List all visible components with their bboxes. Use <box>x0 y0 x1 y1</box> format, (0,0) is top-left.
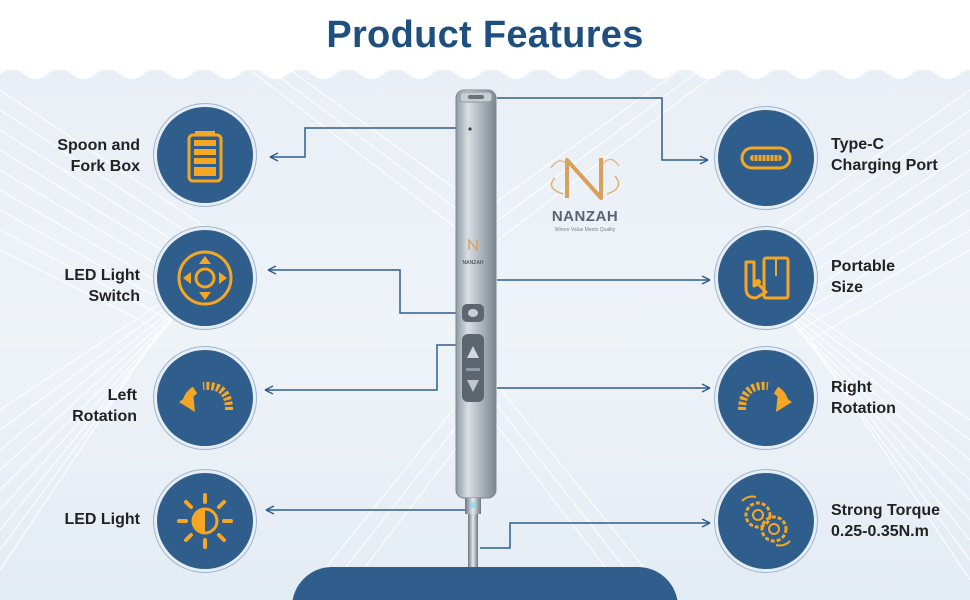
arrowhead-left-2 <box>267 265 277 275</box>
feature-label-left-3: Left Rotation <box>20 385 137 427</box>
feature-label-line1: LED Light <box>64 267 140 284</box>
portable-icon <box>744 256 790 300</box>
arrowhead-right-3 <box>701 383 711 393</box>
sun-icon <box>177 493 233 549</box>
rotate-left-icon <box>179 381 233 412</box>
feature-label-line1: Spoon and <box>57 137 140 154</box>
usb-c-icon <box>740 146 792 170</box>
connector-right-4 <box>480 522 710 549</box>
feature-label-line1: Right <box>831 379 872 396</box>
feature-circle-left-1 <box>157 107 253 203</box>
gears-icon <box>741 495 791 547</box>
arrowhead-left-4 <box>265 505 275 515</box>
brand-name: NANZAH <box>551 208 619 225</box>
feature-label-right-1: Type-C Charging Port <box>831 134 966 176</box>
feature-circle-right-4 <box>718 473 814 569</box>
feature-label-left-4: LED Light <box>20 509 140 530</box>
battery-icon <box>187 131 223 183</box>
connector-left-1 <box>270 127 458 158</box>
feature-label-right-3: Right Rotation <box>831 377 951 419</box>
brand-tagline: Where Value Meets Quality <box>554 227 616 233</box>
pen-brand-label: NANZAH <box>462 260 483 266</box>
feature-label-line1: LED Light <box>64 511 140 528</box>
bottom-banner <box>292 567 678 600</box>
feature-label-line2: Charging Port <box>831 157 938 174</box>
feature-label-left-2: LED Light Switch <box>20 265 140 307</box>
feature-label-line2: Fork Box <box>70 158 140 175</box>
rotate-right-icon <box>738 381 792 412</box>
arrowhead-left-1 <box>269 152 279 162</box>
dpad-icon <box>177 250 233 306</box>
feature-label-right-4: Strong Torque 0.25-0.35N.m <box>831 500 966 542</box>
arrowhead-left-3 <box>264 385 274 395</box>
connector-left-2 <box>268 269 458 314</box>
arrowhead-right-1 <box>699 155 709 165</box>
arrowhead-right-2 <box>701 275 711 285</box>
feature-circle-left-3 <box>157 350 253 446</box>
feature-label-line2: Rotation <box>72 408 137 425</box>
feature-circle-right-3 <box>718 350 814 446</box>
connector-left-3 <box>265 344 458 391</box>
page-title: Product Features <box>326 14 644 56</box>
feature-label-left-1: Spoon and Fork Box <box>20 135 140 177</box>
feature-circle-right-1 <box>718 110 814 206</box>
feature-circle-right-2 <box>718 230 814 326</box>
feature-label-line1: Type-C <box>831 136 885 153</box>
feature-label-line2: 0.25-0.35N.m <box>831 523 929 540</box>
feature-label-line1: Left <box>107 387 137 404</box>
feature-label-line1: Strong Torque <box>831 502 941 519</box>
feature-label-line2: Rotation <box>831 400 896 417</box>
connector-right-1 <box>497 97 708 161</box>
feature-circle-left-2 <box>157 230 253 326</box>
feature-circle-left-4 <box>157 473 253 569</box>
feature-label-line2: Switch <box>88 288 140 305</box>
screwdriver-pen: NANZAH <box>455 89 497 582</box>
arrowhead-right-4 <box>701 518 711 528</box>
feature-label-line2: Size <box>831 279 864 296</box>
feature-label-right-2: Portable Size <box>831 256 951 298</box>
feature-label-line1: Portable <box>831 258 896 275</box>
brand-logo <box>550 158 620 200</box>
